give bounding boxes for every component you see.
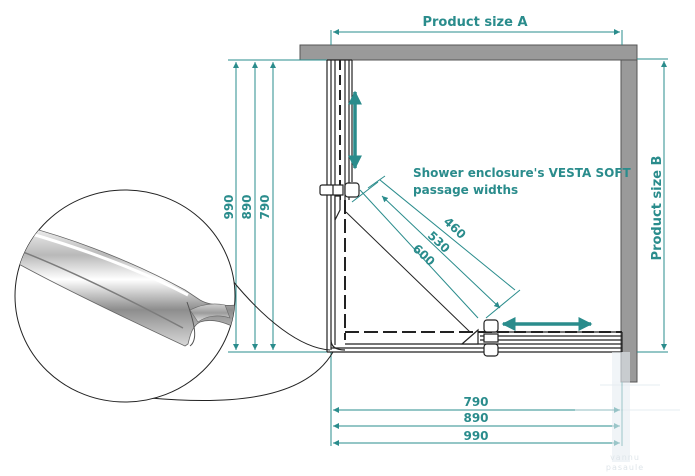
watermark-line2: pasaule: [606, 463, 644, 472]
horizontal-dimension-990: 990: [463, 429, 488, 443]
product-size-a-dimension: Product size A: [330, 15, 623, 45]
vertical-dimension-790: 790: [258, 194, 272, 219]
top-wall: [299, 44, 638, 61]
watermark-line1: vannu: [610, 453, 640, 462]
walls: [299, 44, 638, 383]
passage-title-line2: passage widths: [413, 183, 518, 197]
rollers: [319, 182, 499, 357]
horizontal-dimension-890: 890: [463, 411, 488, 425]
vertical-dimensions: 990 890 790: [222, 59, 332, 353]
product-size-b-dimension: Product size B: [637, 58, 668, 353]
horizontal-dimensions: 790 890 990: [330, 352, 623, 446]
watermark: vannu pasaule: [575, 352, 680, 472]
product-size-b-label: Product size B: [650, 156, 665, 261]
vertical-dimension-990: 990: [222, 194, 236, 219]
product-size-a-label: Product size A: [422, 15, 527, 30]
vertical-dimension-890: 890: [240, 194, 254, 219]
right-wall: [620, 59, 638, 383]
enclosure-profile: [326, 59, 623, 353]
top-roller: [319, 184, 335, 196]
passage-widths: 460 530 600 Shower enclosure's VESTA SOF…: [345, 166, 632, 333]
profile-detail-circle: [14, 189, 236, 403]
passage-title-line1: Shower enclosure's VESTA SOFT: [413, 166, 632, 180]
bottom-roller: [483, 319, 499, 333]
callout-lines: [149, 279, 334, 402]
horizontal-dimension-790: 790: [463, 395, 488, 409]
